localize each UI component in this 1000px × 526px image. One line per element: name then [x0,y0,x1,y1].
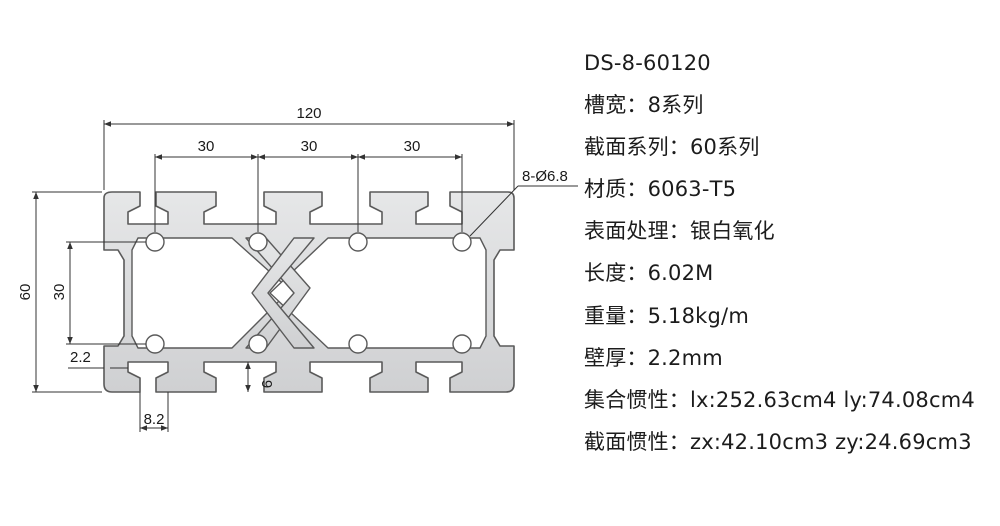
spec-length: 长度：6.02M [584,261,714,286]
spec-section-series: 截面系列：60系列 [584,135,760,160]
inner-cavities [131,237,487,349]
dim-pitch-2: 30 [301,138,318,155]
specification-list: DS-8-60120 槽宽：8系列 截面系列：60系列 材质：6063-T5 表… [584,46,1000,467]
dim-overall-height: 60 [17,284,34,301]
center-cross-web [245,237,315,349]
spec-section-modulus: 截面惯性：zx:42.10cm3 zy:24.69cm3 [584,429,972,454]
leader-line-hole-callout [469,185,519,237]
dim-pitch-1: 30 [198,138,215,155]
dim-overall-width: 120 [296,105,321,122]
dim-slot-depth: 9 [258,380,275,388]
dim-wall-thickness: 2.2 [70,349,91,366]
spec-surface: 表面处理：银白氧化 [584,219,775,244]
dim-hole-callout: 8-Ø6.8 [522,168,568,185]
dim-inner-height: 30 [51,284,68,301]
spec-weight: 重量：5.18kg/m [584,303,749,328]
spec-wall: 壁厚：2.2mm [584,345,723,370]
spec-material: 材质：6063-T5 [584,177,737,202]
spec-model: DS-8-60120 [584,51,711,75]
spec-slot-width: 槽宽：8系列 [584,93,704,118]
spec-inertia-moment: 集合惯性：lx:252.63cm4 ly:74.08cm4 [584,387,975,412]
profile-cross-section-drawing: 120 30 30 30 8-Ø6.8 60 30 2.2 8.2 9 [17,105,578,432]
dim-pitch-3: 30 [404,138,421,155]
dim-slot-width: 8.2 [144,411,165,428]
